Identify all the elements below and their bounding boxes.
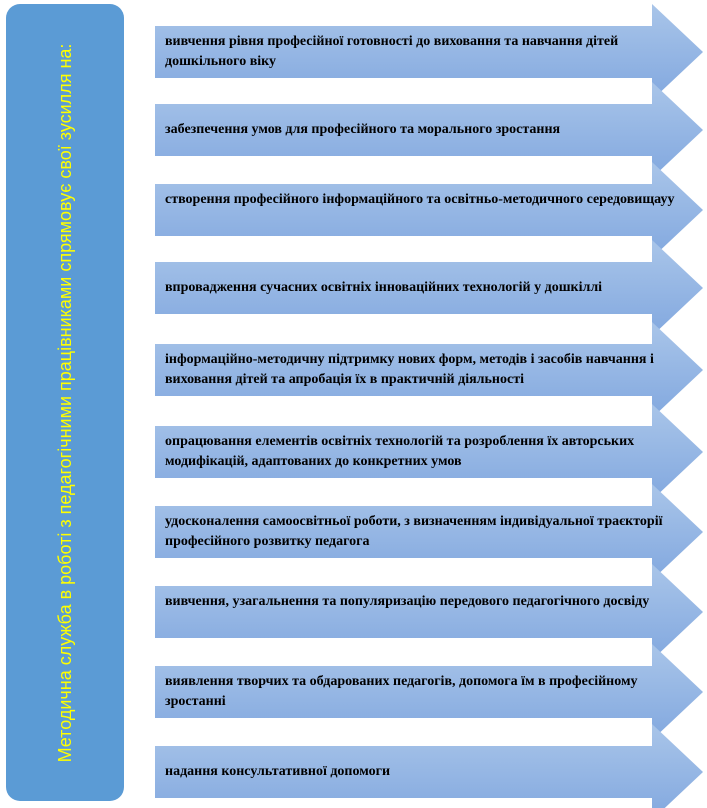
side-panel: Методична служба в роботі з педагогічним… — [6, 4, 124, 801]
arrow-label: забезпечення умов для професійного та мо… — [165, 122, 561, 137]
arrow-shape — [155, 4, 703, 100]
arrow-label: інформаційно-методичну підтримку нових ф… — [165, 352, 654, 387]
arrow-shape — [155, 322, 703, 418]
arrow-shape — [155, 240, 703, 336]
arrow-label: вивчення рівня професійної готовності до… — [165, 34, 619, 69]
arrow-shape — [155, 484, 703, 580]
arrow-label: виявлення творчих та обдарованих педагог… — [165, 674, 638, 709]
arrow-shape — [155, 82, 703, 178]
arrow-label: удосконалення самоосвітньої роботи, з ви… — [165, 514, 663, 549]
arrow-label: опрацювання елементів освітніх технологі… — [165, 434, 635, 469]
arrow-shape — [155, 724, 703, 808]
arrow-label: впровадження сучасних освітніх інновацій… — [165, 280, 603, 295]
arrow-label: створення професійного інформаційного та… — [165, 192, 675, 207]
arrow-shape — [155, 564, 703, 660]
arrow-shape — [155, 644, 703, 740]
arrow-shape — [155, 404, 703, 500]
arrow-shape — [155, 162, 703, 258]
arrow-label: вивчення, узагальнення та популяризацію … — [165, 594, 650, 609]
arrow-label: надання консультативної допомоги — [165, 764, 391, 779]
